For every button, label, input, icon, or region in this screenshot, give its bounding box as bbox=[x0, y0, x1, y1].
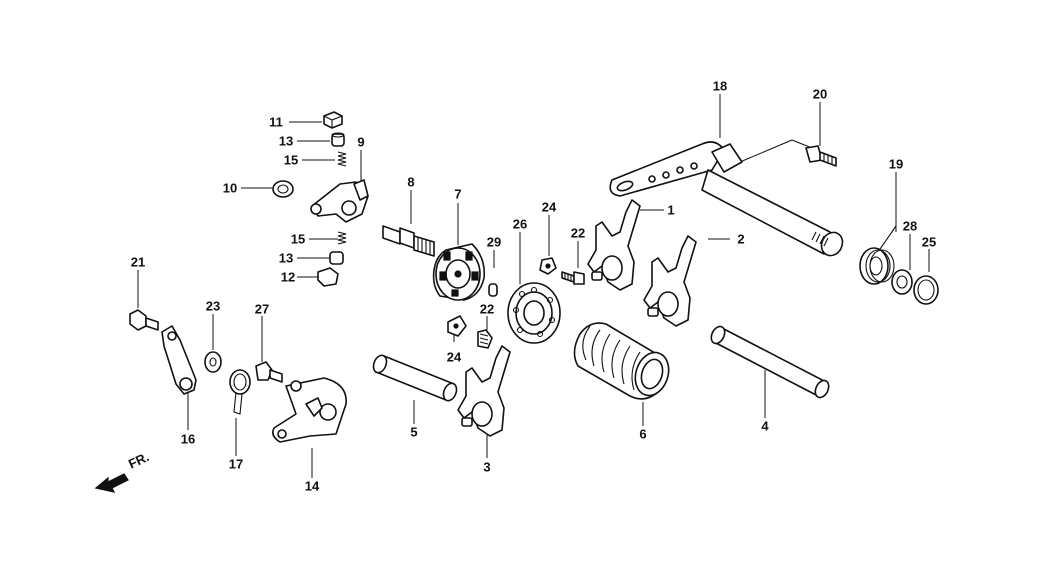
part-16-stopper-arm bbox=[161, 325, 197, 395]
part-29-dowel-pin bbox=[488, 283, 498, 297]
front-direction-arrow bbox=[94, 473, 129, 493]
part-2-shift-fork bbox=[643, 235, 697, 327]
part-22-bolt-upper bbox=[561, 271, 585, 285]
callout-21: 21 bbox=[130, 254, 146, 270]
callout-20: 20 bbox=[812, 86, 828, 102]
part-9-shift-arm bbox=[310, 179, 369, 223]
callout-8: 8 bbox=[407, 174, 415, 190]
callout-3: 3 bbox=[483, 459, 491, 475]
callout-2: 2 bbox=[737, 231, 745, 247]
part-25-circlip bbox=[913, 275, 939, 305]
callout-29: 29 bbox=[486, 234, 502, 250]
part-8-drum-pin bbox=[382, 225, 435, 257]
part-11-slider bbox=[323, 111, 343, 129]
callout-13-lower: 13 bbox=[278, 250, 294, 266]
callout-28: 28 bbox=[902, 218, 918, 234]
callout-1: 1 bbox=[667, 202, 675, 218]
part-28-collar bbox=[891, 269, 913, 295]
callout-23: 23 bbox=[205, 298, 221, 314]
callout-15: 15 bbox=[283, 152, 299, 168]
part-7-shift-drum-cam bbox=[432, 243, 486, 301]
part-23-washer bbox=[204, 351, 222, 373]
part-18-gearshift-spindle bbox=[609, 141, 844, 257]
callout-27: 27 bbox=[254, 301, 270, 317]
part-17-spring bbox=[229, 369, 251, 415]
part-24-plate-lower bbox=[447, 315, 467, 337]
callout-5: 5 bbox=[410, 424, 418, 440]
part-19-return-spring bbox=[859, 225, 897, 285]
part-10-bolt bbox=[272, 180, 294, 198]
callout-24-lower: 24 bbox=[446, 349, 462, 365]
callout-22-upper: 22 bbox=[570, 225, 586, 241]
part-26-bearing bbox=[507, 282, 561, 344]
part-1-shift-fork bbox=[587, 199, 641, 291]
part-13-collar-top bbox=[331, 132, 345, 147]
callout-12: 12 bbox=[280, 269, 296, 285]
part-6-boot bbox=[573, 322, 670, 400]
part-3-shift-fork bbox=[457, 345, 511, 437]
part-21-bolt bbox=[129, 309, 159, 331]
callout-14: 14 bbox=[304, 478, 320, 494]
callout-10: 10 bbox=[222, 180, 238, 196]
part-15-spring-lower bbox=[337, 231, 347, 245]
callout-18: 18 bbox=[712, 78, 728, 94]
callout-26: 26 bbox=[512, 216, 528, 232]
callout-16: 16 bbox=[180, 431, 196, 447]
callout-19: 19 bbox=[888, 156, 904, 172]
part-15-spring-top bbox=[337, 151, 347, 167]
part-4-fork-shaft bbox=[710, 325, 830, 399]
callout-24-upper: 24 bbox=[541, 199, 557, 215]
callout-22-lower: 22 bbox=[479, 301, 495, 317]
callout-13: 13 bbox=[278, 133, 294, 149]
callout-11: 11 bbox=[269, 114, 283, 130]
part-27-bolt bbox=[255, 361, 283, 383]
callout-25: 25 bbox=[921, 234, 937, 250]
part-22-bolt-lower bbox=[477, 329, 493, 349]
callout-7: 7 bbox=[454, 186, 462, 202]
callout-15-lower: 15 bbox=[290, 231, 306, 247]
part-24-plate-upper bbox=[539, 257, 557, 275]
part-20-bolt bbox=[805, 145, 837, 167]
part-14-guide-plate bbox=[272, 377, 347, 443]
part-12-slider bbox=[317, 267, 339, 287]
leader-lines bbox=[137, 94, 930, 478]
callout-4: 4 bbox=[761, 418, 769, 434]
part-5-fork-shaft bbox=[372, 354, 458, 402]
callout-9: 9 bbox=[357, 134, 365, 150]
callout-17: 17 bbox=[228, 456, 244, 472]
callout-6: 6 bbox=[639, 426, 647, 442]
part-13-collar-lower bbox=[329, 251, 344, 265]
